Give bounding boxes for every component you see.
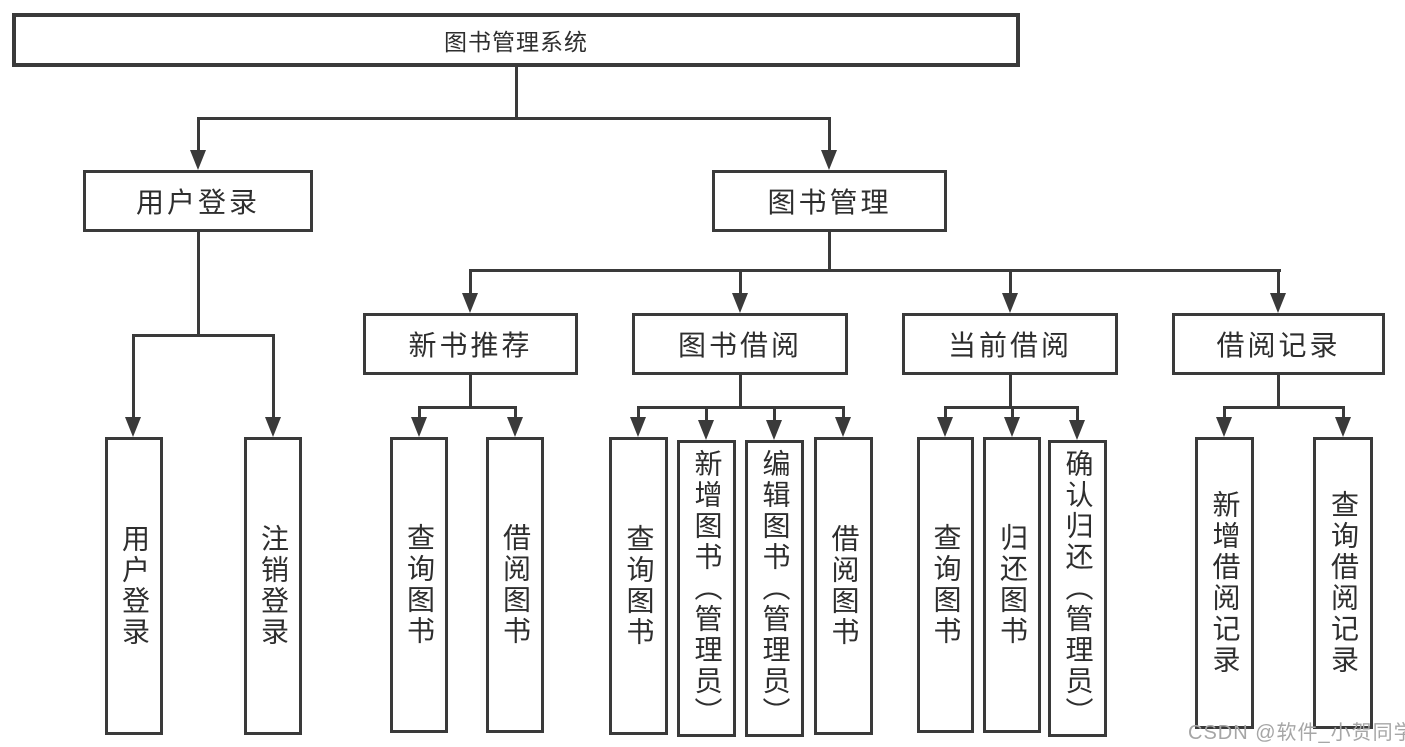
arrow-down-icon	[1002, 293, 1018, 313]
node-label: 新增借阅记录	[1209, 490, 1241, 676]
node-library-management-system: 图书管理系统	[12, 13, 1020, 67]
connector-stem	[514, 406, 517, 419]
arrow-down-icon	[1216, 417, 1232, 437]
node-label: 用户登录	[119, 524, 150, 648]
connector-user-login-drop	[197, 232, 200, 336]
arrow-down-icon	[937, 417, 953, 437]
csdn-watermark: CSDN @软件_小贺同学	[1188, 722, 1405, 744]
node-label: 用户登录	[135, 187, 260, 218]
connector-drop	[1277, 375, 1280, 409]
connector-stem	[739, 269, 742, 295]
node-label: 图书借阅	[677, 330, 802, 361]
leaf-query-borrow-record: 查询借阅记录	[1313, 437, 1373, 729]
connector-drop	[1009, 375, 1012, 409]
arrow-down-icon	[1069, 420, 1085, 440]
leaf-add-borrow-record: 新增借阅记录	[1195, 437, 1254, 729]
leaf-borrow-books-recommend: 借阅图书	[486, 437, 544, 733]
connector-stem	[272, 334, 275, 419]
leaf-user-login: 用户登录	[105, 437, 163, 735]
connector-stem	[773, 406, 776, 422]
connector-stem	[1223, 406, 1226, 419]
node-current-borrowing: 当前借阅	[902, 313, 1118, 375]
connector-root-drop	[515, 67, 518, 120]
connector-stem	[1277, 269, 1280, 295]
leaf-add-books-admin: 新增图书（管理员）	[677, 440, 736, 737]
connector-stem	[842, 406, 845, 419]
arrow-down-icon	[698, 420, 714, 440]
node-new-book-recommend: 新书推荐	[363, 313, 578, 375]
connector-stem	[1009, 269, 1012, 295]
node-user-login: 用户登录	[83, 170, 313, 232]
leaf-query-books-current: 查询图书	[917, 437, 974, 733]
connector-level3-rail	[469, 269, 1281, 272]
arrow-down-icon	[1004, 417, 1020, 437]
arrow-down-icon	[1270, 293, 1286, 313]
leaf-query-books-recommend: 查询图书	[390, 437, 448, 733]
connector-stem	[1342, 406, 1345, 419]
arrow-down-icon	[835, 417, 851, 437]
node-label: 图书管理	[767, 187, 892, 218]
connector-book-mgmt-drop	[828, 232, 831, 272]
connector-rail	[1223, 406, 1345, 409]
node-book-borrowing: 图书借阅	[632, 313, 848, 375]
arrow-down-icon	[630, 417, 646, 437]
connector-stem	[705, 406, 708, 422]
connector-stem	[1011, 406, 1014, 419]
leaf-query-books-borrowing: 查询图书	[609, 437, 668, 735]
connector-rail	[637, 406, 845, 409]
leaf-logout: 注销登录	[244, 437, 302, 735]
node-label: 查询图书	[930, 523, 962, 647]
connector-drop	[469, 375, 472, 409]
node-label: 查询借阅记录	[1328, 490, 1359, 676]
node-borrow-records: 借阅记录	[1172, 313, 1385, 375]
node-label: 图书管理系统	[444, 29, 588, 55]
node-book-management: 图书管理	[712, 170, 947, 232]
arrow-down-icon	[766, 420, 782, 440]
connector-user-login-rail	[132, 334, 275, 337]
node-label: 新书推荐	[408, 330, 533, 361]
arrow-down-icon	[507, 417, 523, 437]
leaf-return-books: 归还图书	[983, 437, 1041, 733]
arrow-down-icon	[1335, 417, 1351, 437]
node-label: 归还图书	[997, 523, 1028, 647]
arrow-down-icon	[462, 293, 478, 313]
connector-stem	[944, 406, 947, 419]
node-label: 当前借阅	[947, 330, 1072, 361]
leaf-edit-books-admin: 编辑图书（管理员）	[745, 440, 804, 737]
leaf-confirm-return-admin: 确认归还（管理员）	[1048, 440, 1107, 737]
arrow-down-icon	[411, 417, 427, 437]
node-label: 借阅记录	[1216, 330, 1341, 361]
connector-rail	[418, 406, 516, 409]
node-label: 编辑图书（管理员）	[759, 449, 791, 728]
arrow-down-icon	[821, 150, 837, 170]
arrow-down-icon	[190, 150, 206, 170]
arrow-down-icon	[265, 417, 281, 437]
connector-stem	[828, 117, 831, 152]
leaf-borrow-books-borrowing: 借阅图书	[814, 437, 873, 735]
node-label: 查询图书	[404, 523, 435, 647]
node-label: 注销登录	[258, 524, 289, 648]
connector-stem	[637, 406, 640, 419]
node-label: 查询图书	[623, 524, 655, 648]
connector-stem	[469, 269, 472, 295]
node-label: 确认归还（管理员）	[1062, 449, 1094, 728]
arrow-down-icon	[125, 417, 141, 437]
connector-stem	[1076, 406, 1079, 422]
connector-drop	[739, 375, 742, 409]
connector-level2-rail	[197, 117, 831, 120]
node-label: 借阅图书	[828, 524, 860, 648]
node-label: 新增图书（管理员）	[691, 449, 723, 728]
connector-stem	[197, 117, 200, 152]
connector-stem	[418, 406, 421, 419]
node-label: 借阅图书	[500, 523, 531, 647]
connector-stem	[132, 334, 135, 419]
arrow-down-icon	[732, 293, 748, 313]
